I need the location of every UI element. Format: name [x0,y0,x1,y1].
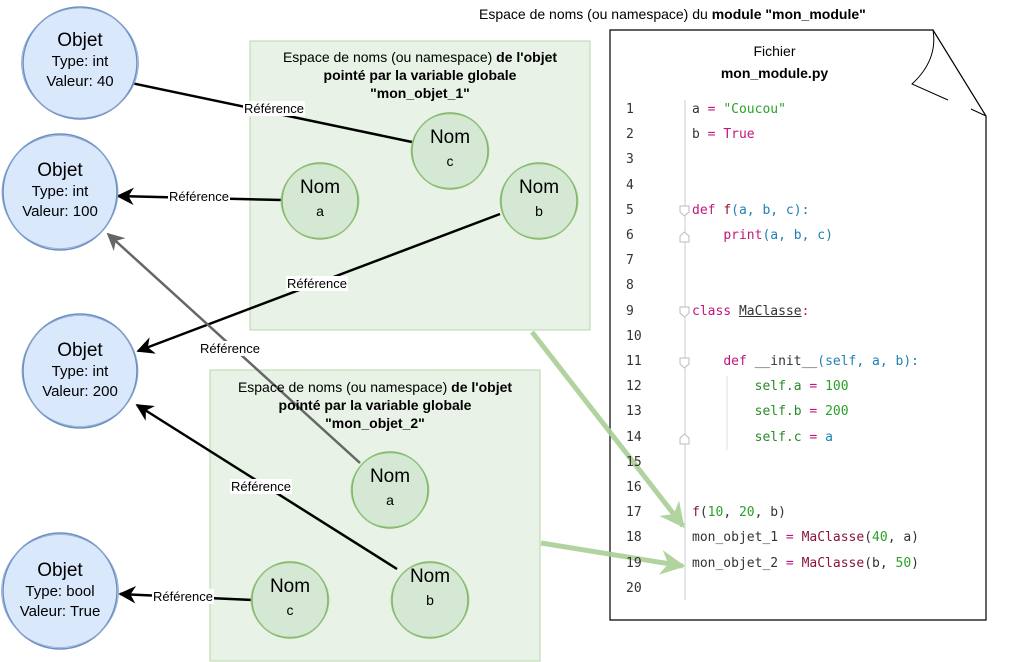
reference-label-ns1-c: Référence [243,101,305,116]
line-number: 3 [626,152,634,168]
reference-label-ns1-b: Référence [286,276,348,291]
line-number: 13 [626,404,642,420]
line-number: 7 [626,253,634,269]
code-text: a = "Coucou" [692,102,786,117]
line-number: 12 [626,379,642,395]
link-arrow-ns1-to-line-18 [530,330,685,528]
file-page [609,29,987,621]
reference-label-ns2-c: Référence [152,589,214,604]
line-number: 15 [626,454,642,470]
namespace-title-mon-objet-1: Espace de noms (ou namespace) de l'objet… [282,49,558,101]
name-circle-ns1-a [281,162,359,240]
line-number: 4 [626,177,634,193]
reference-label-ns1-a: Référence [168,189,230,204]
line-number: 2 [626,127,634,143]
code-text: mon_objet_2 = MaClasse(b, 50) [692,555,919,571]
fold-marker-14 [679,433,690,445]
code-text: def f(a, b, c): [692,202,810,218]
reference-label-ns2-b: Référence [230,479,292,494]
object-circle-100 [2,133,118,251]
link-arrow-ns2-to-line-19 [540,540,686,575]
line-number: 9 [626,303,634,319]
object-circle-40 [22,6,138,120]
line-number: 8 [626,278,634,294]
fold-marker-5 [679,205,690,217]
line-number: 11 [626,354,642,369]
line-number: 17 [626,505,642,521]
code-text: def __init__(self, a, b): [723,354,919,369]
module-namespace-title: Espace de noms (ou namespace) du module … [479,6,866,22]
code-text: self.a = 100 [754,379,849,395]
line-number: 19 [626,555,642,571]
fold-marker-9 [679,306,690,318]
fold-marker-6 [679,231,690,243]
name-circle-ns2-c [251,561,329,639]
name-circle-ns2-a [351,451,429,529]
file-name: mon_module.py [720,65,829,81]
line-number: 5 [626,202,634,218]
name-circle-ns1-b [500,162,578,240]
name-circle-ns2-b [391,561,469,639]
line-number: 6 [626,228,634,243]
object-circles [1,6,139,650]
name-circles [250,112,579,639]
line-number: 14 [626,429,642,445]
file-label: Fichier [753,43,796,59]
line-number: 18 [626,530,642,546]
page-curl [911,29,949,101]
line-number: 10 [626,328,642,344]
code-text: print(a, b, c) [723,228,833,243]
code-text: b = True [692,127,755,143]
reference-label-ns2-a: Référence [199,341,261,356]
namespace-title-mon-objet-2: Espace de noms (ou namespace) de l'objet… [237,379,513,431]
code-text: self.c = a [754,429,833,445]
code-text: class MaClasse: [692,303,810,319]
line-number: 20 [626,580,642,596]
line-number: 1 [626,102,634,117]
fold-marker-11 [679,357,690,369]
object-circle-true [2,532,118,650]
code-text: f(10, 20, b) [692,505,786,521]
object-circle-200 [22,313,138,429]
line-number: 16 [626,480,642,495]
file-header: Fichier mon_module.py [612,40,937,84]
code-text: mon_objet_1 = MaClasse(40, a) [692,530,919,546]
name-circle-ns1-c [411,112,489,190]
code-text: self.b = 200 [754,404,849,420]
